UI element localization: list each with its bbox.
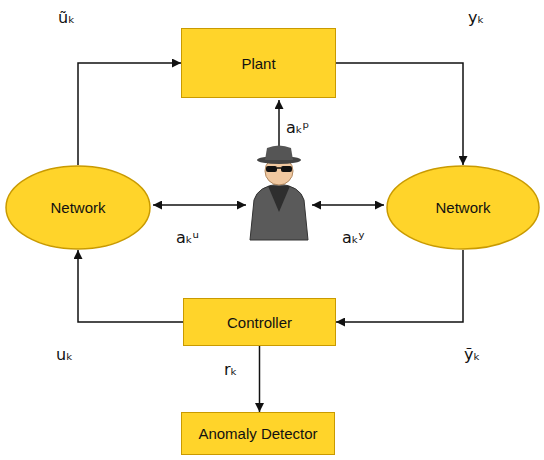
node-label: Network (50, 199, 105, 216)
signal-label: aₖᵘ (176, 228, 199, 247)
node-label: Controller (227, 314, 292, 331)
process-box: Controller (183, 298, 336, 346)
signal-label: ỹₖ (464, 345, 480, 364)
signal-label: yₖ (468, 8, 484, 27)
signal-label: rₖ (224, 360, 237, 379)
process-box: Plant (181, 28, 336, 98)
node-label: Anomaly Detector (198, 425, 317, 442)
attacker-glasses (266, 166, 277, 172)
signal-label: aₖᵖ (286, 118, 309, 137)
signal-label: ũₖ (58, 8, 75, 27)
signal-arrow (336, 63, 463, 165)
attacker-icon (250, 146, 308, 241)
node-label: Network (435, 199, 490, 216)
signal-label: uₖ (56, 345, 73, 364)
signal-label: aₖʸ (342, 228, 365, 247)
attacker-coat (250, 184, 308, 240)
signal-arrow (336, 250, 463, 322)
ellipse-outline (387, 166, 539, 249)
network-ellipse: Network (5, 165, 151, 250)
attack-arrow (278, 100, 280, 146)
attack-arrow (312, 204, 384, 206)
signal-arrow (259, 346, 261, 412)
ellipse-outline (6, 166, 150, 249)
attacker-hat (265, 146, 293, 161)
node-label: Plant (241, 55, 275, 72)
process-box: Anomaly Detector (181, 412, 335, 455)
signal-arrow (78, 63, 181, 165)
attacker-glasses (277, 167, 281, 169)
signal-arrow (78, 250, 183, 322)
attacker-glasses (281, 166, 292, 172)
attacker-collar (268, 186, 290, 212)
network-ellipse: Network (386, 165, 540, 250)
attack-arrow (153, 204, 246, 206)
